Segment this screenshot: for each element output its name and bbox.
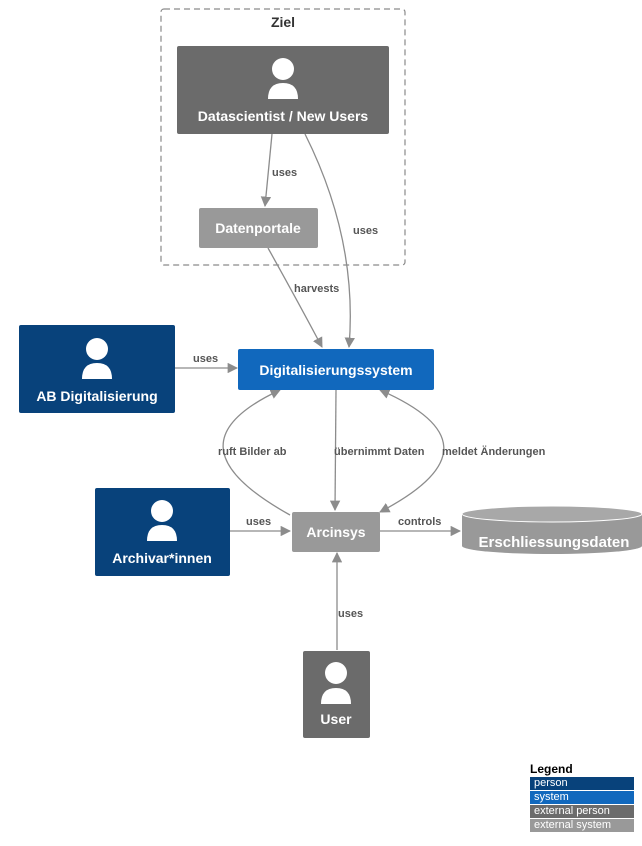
legend: Legend person system external person ext… <box>530 762 634 833</box>
edge-arcinsys-digisys-meldet <box>379 388 445 513</box>
person-icon <box>147 500 177 541</box>
edge-ds-datenportale <box>260 133 273 208</box>
database-icon <box>462 514 642 554</box>
ziel-boundary <box>160 8 406 266</box>
node-label-ab-digitalisierung: AB Digitalisierung <box>36 388 157 404</box>
person-icon <box>321 662 351 704</box>
database-top <box>461 505 642 523</box>
legend-item-external-system: external system <box>530 819 634 832</box>
edge-label-ruft-bilder-ab: ruft Bilder ab <box>218 446 287 458</box>
edge-ds-digisys <box>304 133 355 349</box>
node-digitalisierungssystem[interactable]: Digitalisierungssystem <box>238 349 434 390</box>
node-erschliessungsdaten[interactable]: Erschliessungsdaten <box>461 505 642 554</box>
ziel-boundary-label: Ziel <box>271 14 295 30</box>
node-label-datenportale: Datenportale <box>215 220 301 236</box>
node-archivarinnen[interactable]: Archivar*innen <box>95 488 230 576</box>
node-label-user: User <box>320 711 352 727</box>
legend-item-external-person: external person <box>530 805 634 818</box>
node-label-datascientist: Datascientist / New Users <box>198 108 369 124</box>
edge-label-ab-uses: uses <box>193 353 218 365</box>
node-datenportale[interactable]: Datenportale <box>199 208 318 248</box>
node-datascientist[interactable]: Datascientist / New Users <box>177 46 389 134</box>
node-label-arcinsys: Arcinsys <box>306 524 365 540</box>
edge-label-ds-uses-datenportale: uses <box>272 167 297 179</box>
edge-label-archivar-uses: uses <box>246 516 271 528</box>
node-arcinsys[interactable]: Arcinsys <box>292 512 380 552</box>
edge-arcinsys-digisys-ruft <box>222 389 291 516</box>
node-label-erschliessungsdaten: Erschliessungsdaten <box>479 534 630 551</box>
node-label-archivarinnen: Archivar*innen <box>112 550 212 566</box>
person-icon <box>268 58 298 99</box>
edge-label-uebernimmt-daten: übernimmt Daten <box>334 446 425 458</box>
edge-label-harvests: harvests <box>294 283 339 295</box>
node-ab-digitalisierung[interactable]: AB Digitalisierung <box>19 325 175 413</box>
edge-label-user-uses: uses <box>338 608 363 620</box>
edge-datenportale-digisys <box>267 247 323 348</box>
node-label-digitalisierungssystem: Digitalisierungssystem <box>259 362 412 378</box>
legend-item-system: system <box>530 791 634 804</box>
edge-label-meldet-aenderungen: meldet Änderungen <box>442 445 546 458</box>
edge-digisys-arcinsys-uebernimmt <box>329 389 341 512</box>
edge-label-ds-uses-digisys: uses <box>353 225 378 237</box>
node-user[interactable]: User <box>303 651 370 738</box>
legend-title: Legend <box>530 762 573 776</box>
person-icon <box>82 338 112 379</box>
edge-label-controls: controls <box>398 516 441 528</box>
legend-item-person: person <box>530 777 634 790</box>
